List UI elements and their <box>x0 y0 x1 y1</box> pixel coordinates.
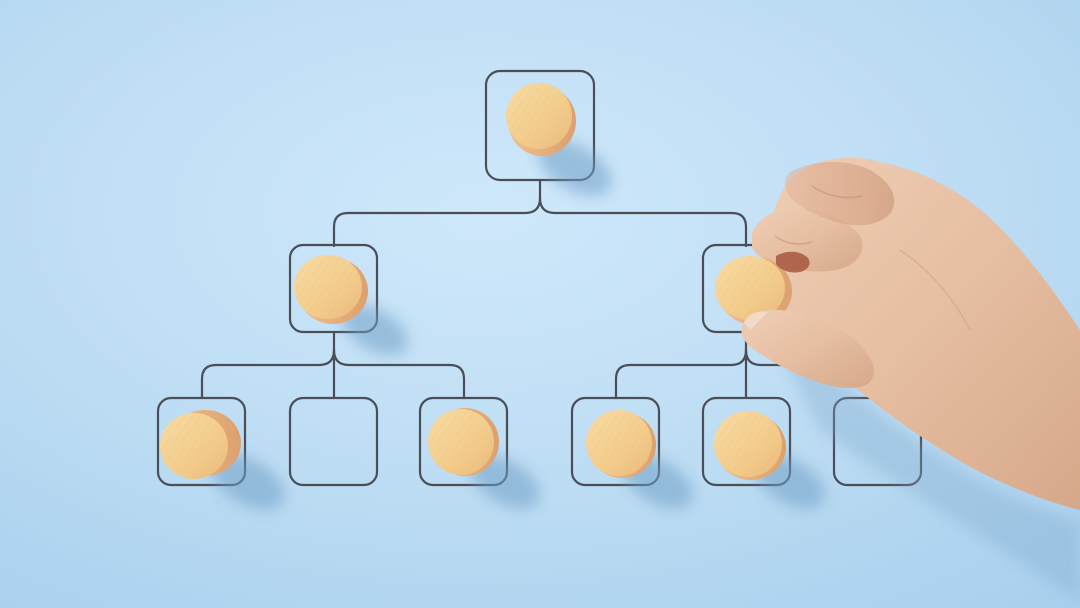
wooden-disc-employee-5 <box>714 411 786 480</box>
wooden-disc-employee-4 <box>586 410 656 478</box>
left-manager-node-box <box>288 243 379 334</box>
root-node-box <box>484 69 596 182</box>
disc-shadows <box>211 140 825 510</box>
wooden-disc-right-manager <box>715 256 792 325</box>
wooden-disc-root <box>506 83 576 156</box>
thumb <box>741 251 874 388</box>
employee-node-box-3 <box>418 396 509 487</box>
hand <box>749 157 1080 600</box>
node-boxes <box>156 69 923 487</box>
wooden-disc-employee-1 <box>160 410 241 479</box>
employee-node-box-4 <box>570 396 661 487</box>
employee-node-box-1 <box>156 396 247 487</box>
wooden-disc-employee-3 <box>428 408 499 476</box>
employee-node-box-2-empty <box>288 396 379 487</box>
employee-node-box-5 <box>701 396 792 487</box>
wooden-disc-left-manager <box>294 255 368 324</box>
